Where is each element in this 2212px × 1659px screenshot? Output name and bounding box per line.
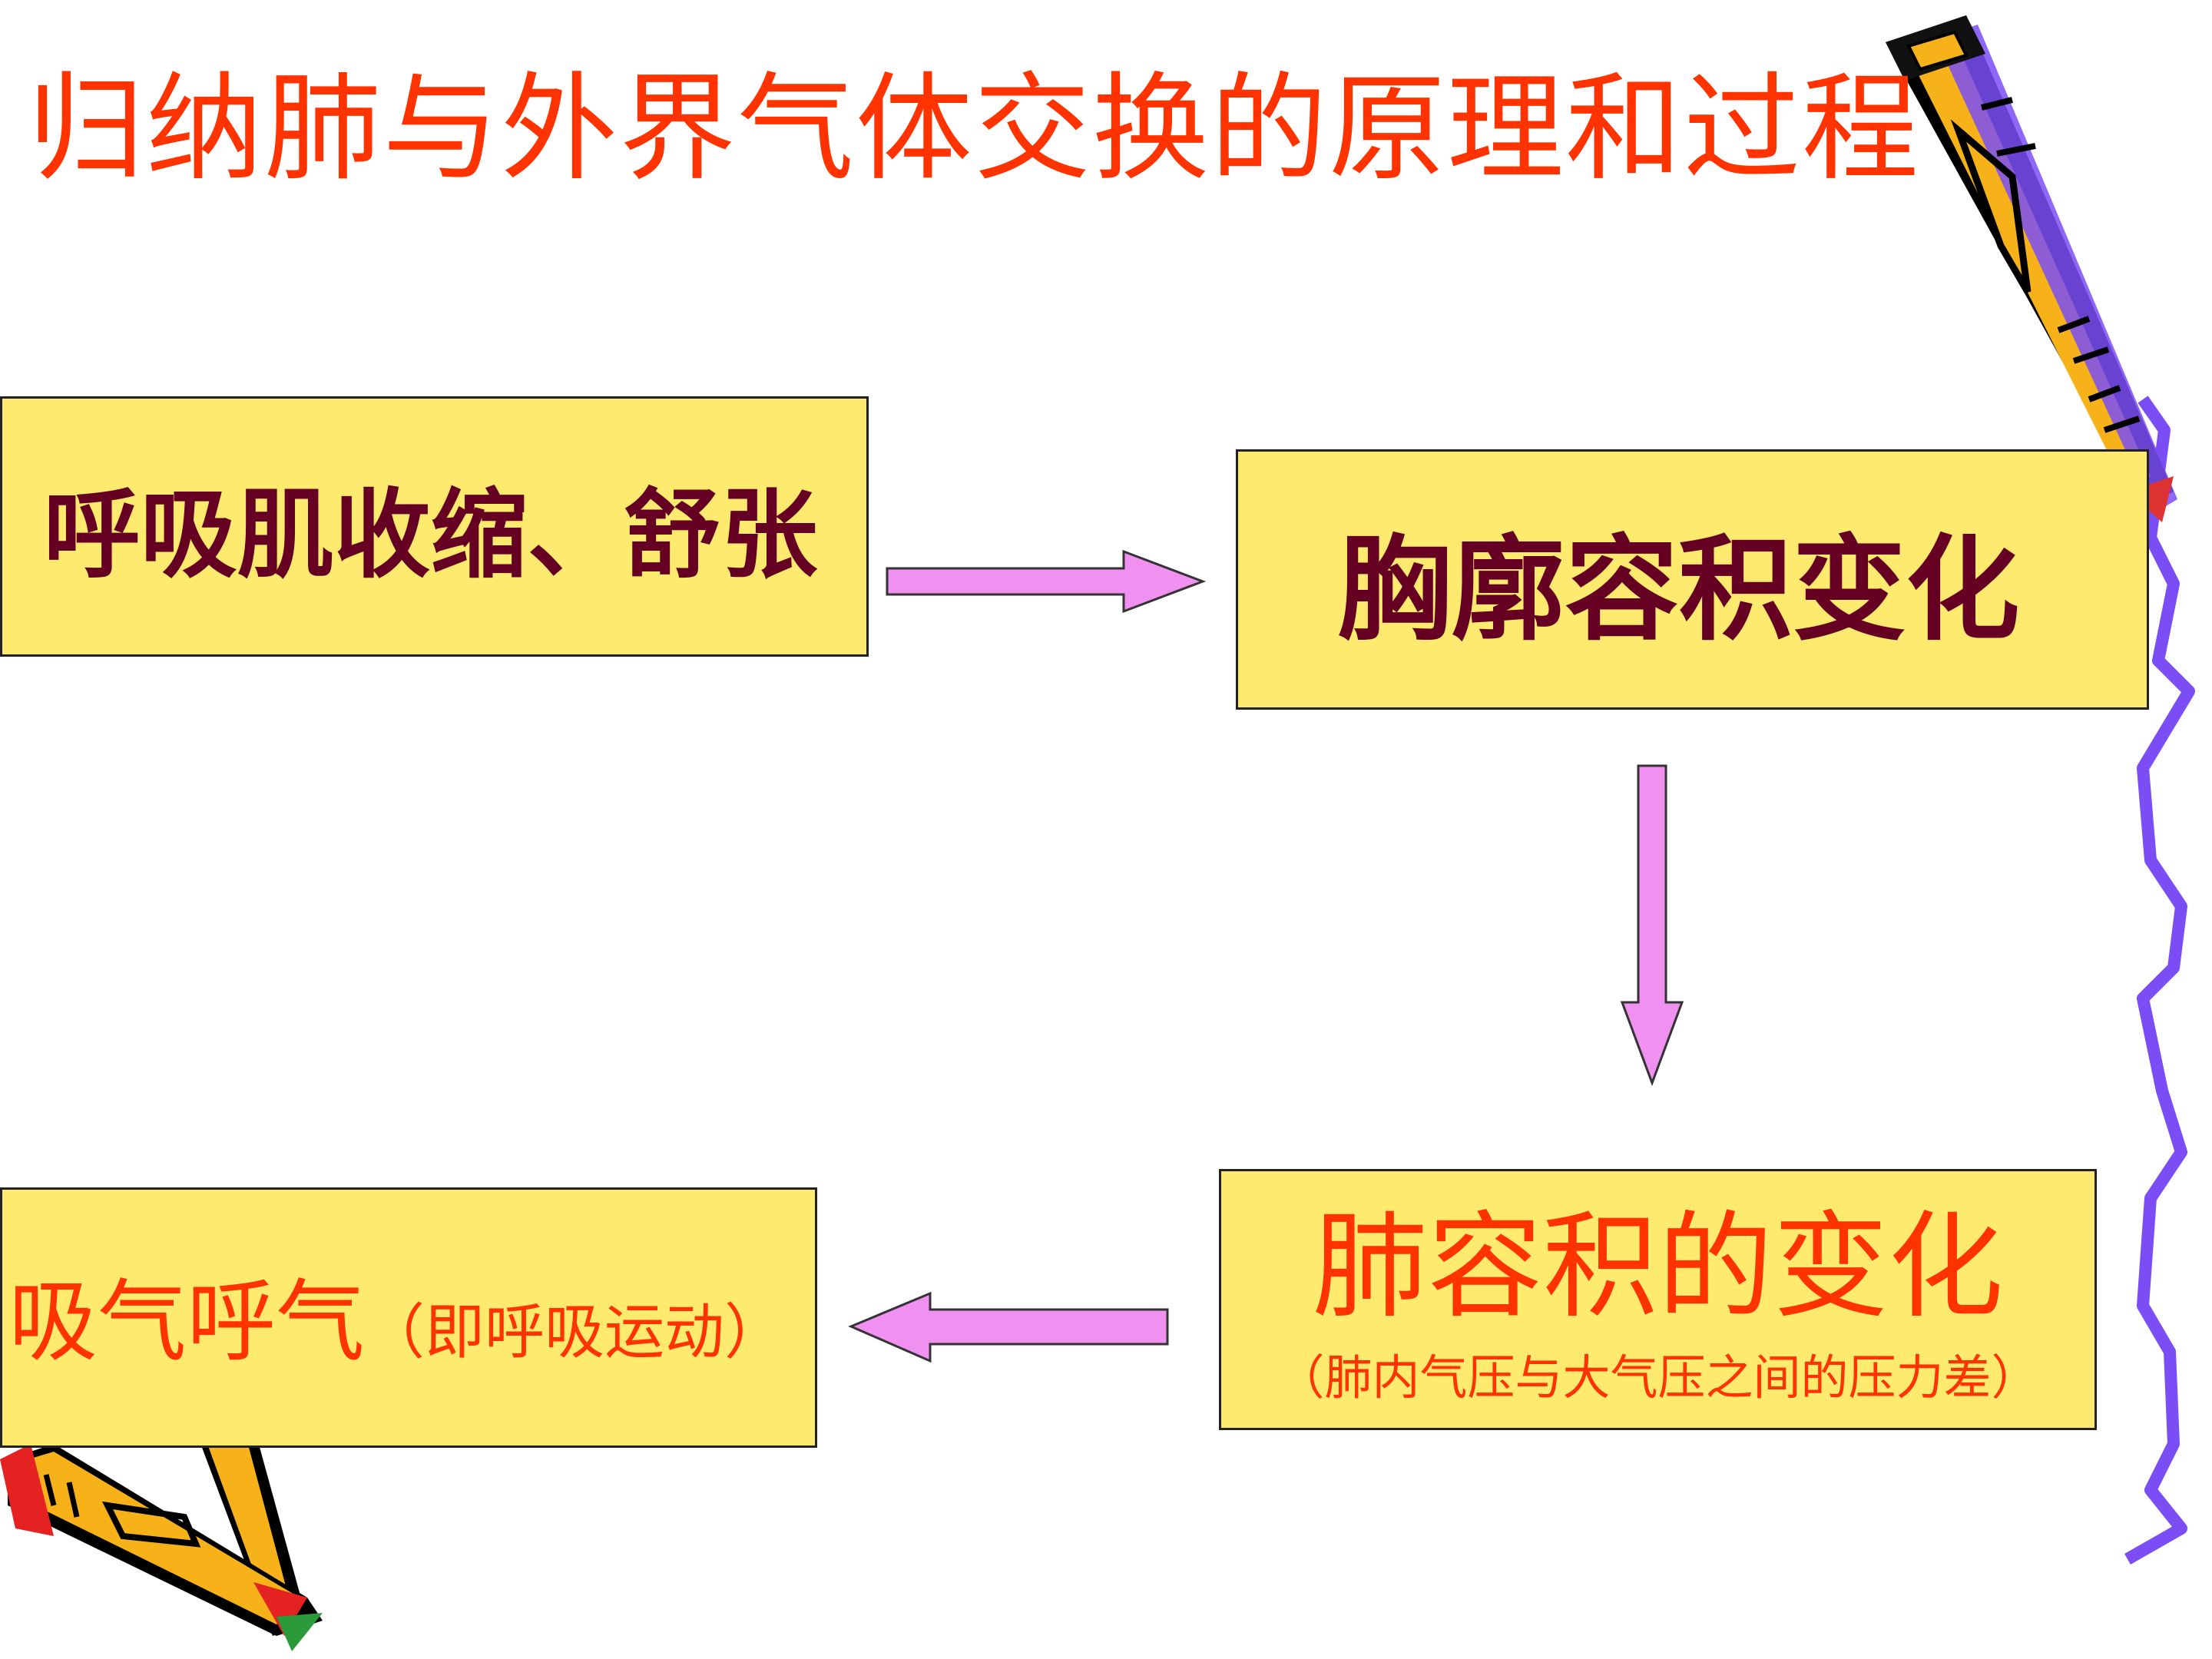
respiratory-muscle-box: 呼吸肌收缩、舒张 bbox=[0, 396, 869, 657]
pressure-difference-note: （肺内气压与大气压之间的压力差） bbox=[1277, 1349, 2039, 1406]
inhale-exhale-box: 吸气呼气（即呼吸运动） bbox=[0, 1187, 817, 1448]
lung-volume-label: 肺容积的变化 bbox=[1312, 1200, 2004, 1334]
pencil-top-right-icon bbox=[1886, 15, 2177, 522]
inhale-exhale-label: 吸气呼气 bbox=[8, 1270, 365, 1374]
arrow-right bbox=[886, 549, 1207, 614]
arrow-down bbox=[1620, 764, 1684, 1087]
lung-volume-box: 肺容积的变化 （肺内气压与大气压之间的压力差） bbox=[1219, 1169, 2097, 1430]
arrow-left bbox=[848, 1291, 1169, 1363]
purple-squiggle-decoration bbox=[2124, 396, 2195, 1565]
breathing-movement-note: （即呼吸运动） bbox=[365, 1297, 785, 1367]
page-title: 归纳肺与外界气体交换的原理和过程 bbox=[28, 61, 1920, 197]
thorax-volume-label: 胸廓容积变化 bbox=[1337, 522, 2020, 656]
thorax-volume-box: 胸廓容积变化 bbox=[1236, 449, 2149, 710]
respiratory-muscle-label: 呼吸肌收缩、舒张 bbox=[43, 477, 818, 591]
pencil-bottom-left-icon bbox=[0, 1421, 323, 1651]
